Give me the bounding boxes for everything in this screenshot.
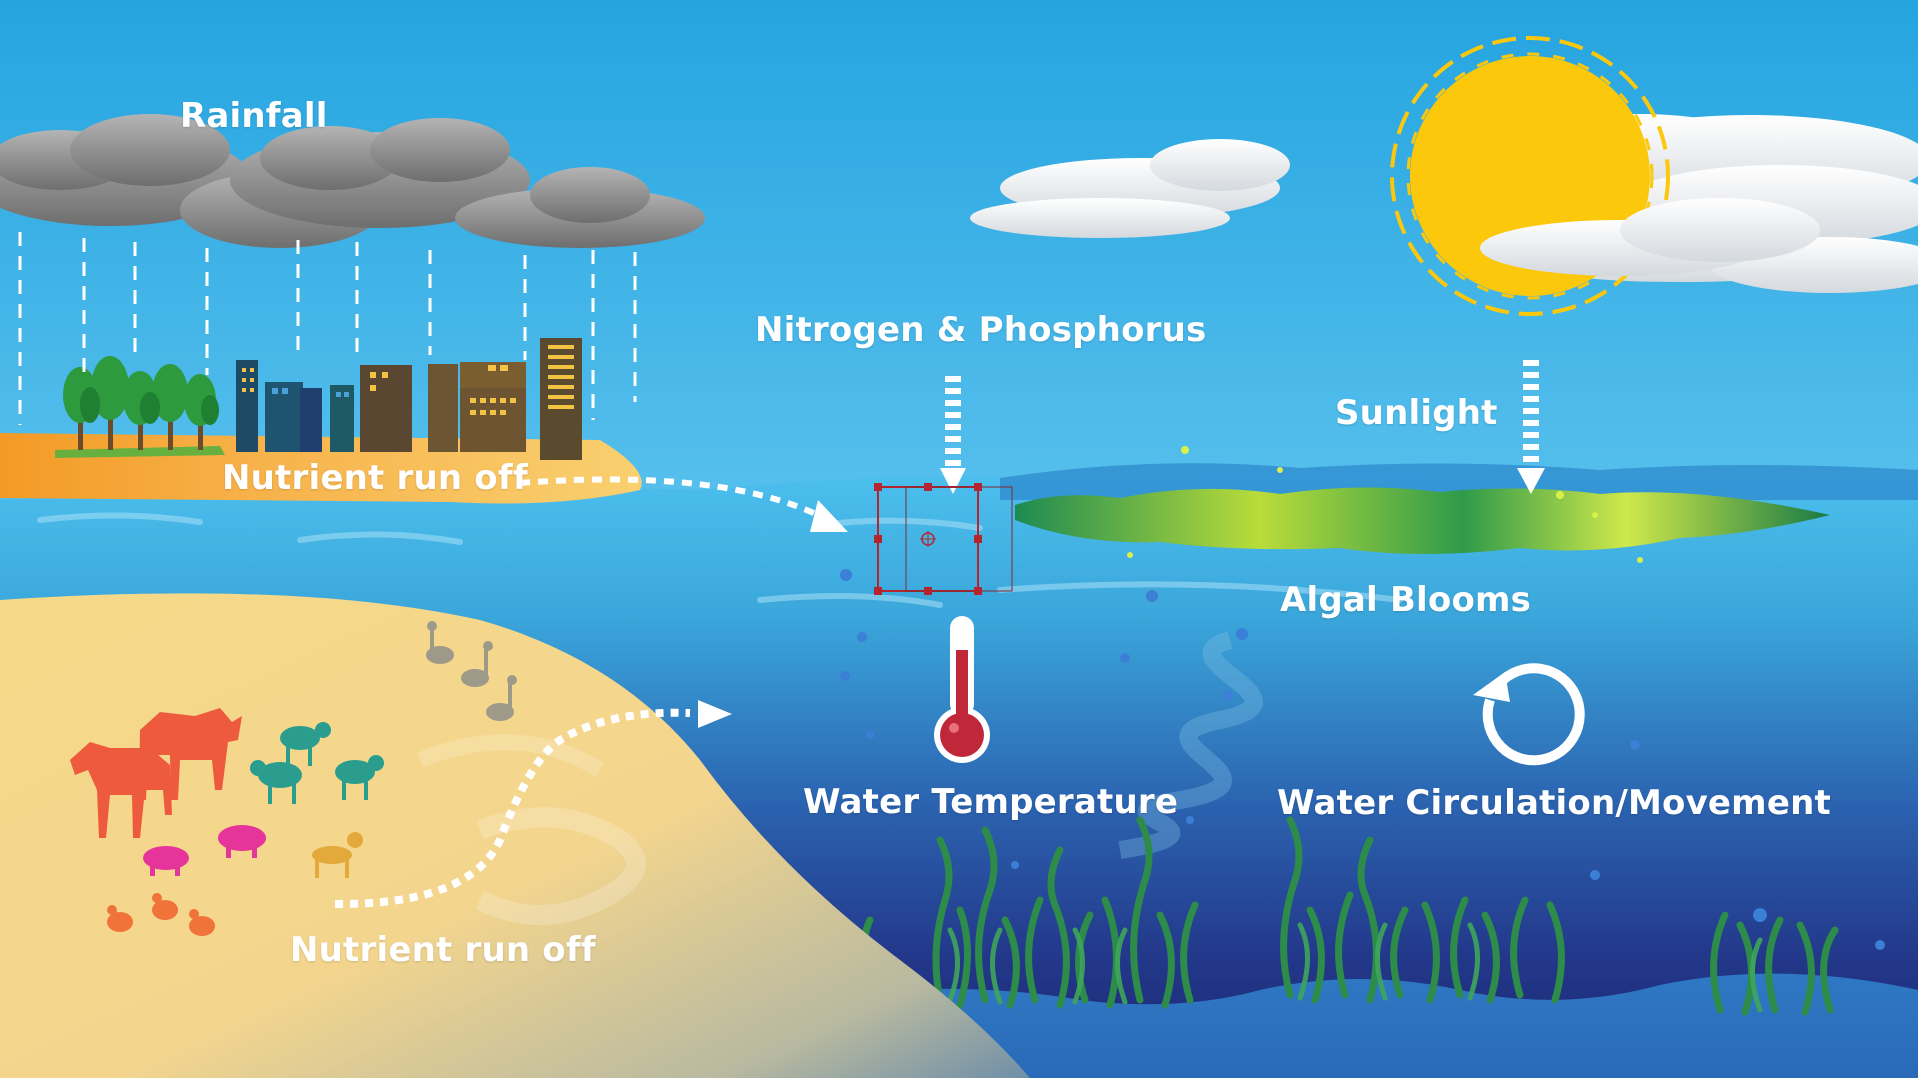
selection-overlay[interactable]	[874, 483, 1013, 595]
current-swirl	[1118, 631, 1263, 859]
trees	[63, 356, 219, 450]
seabed	[880, 973, 1918, 1078]
cloud-over-sun	[1480, 198, 1820, 276]
rain	[18, 232, 637, 425]
bubbles	[840, 569, 1885, 950]
sunlight-label: Sunlight	[1335, 393, 1498, 433]
nutrient-runoff-top-label: Nutrient run off	[222, 458, 528, 498]
arrowheads	[698, 468, 1545, 728]
down-arrows	[945, 360, 1539, 470]
thermometer-icon	[934, 616, 990, 763]
pig-icons	[143, 825, 266, 876]
seagrass-light	[947, 922, 1763, 1013]
farm-animals	[70, 621, 517, 936]
rain-clouds	[0, 114, 705, 248]
dog-icon	[312, 832, 363, 878]
water-circulation-label: Water Circulation/Movement	[1277, 783, 1831, 823]
goose-icons	[426, 621, 517, 721]
rainfall-label: Rainfall	[180, 96, 328, 136]
water-temperature-label: Water Temperature	[803, 782, 1179, 822]
grass-strip	[55, 446, 225, 458]
horse-icons	[70, 708, 242, 838]
seagrass	[861, 816, 1839, 1016]
nitrogen-phosphorus-label: Nitrogen & Phosphorus	[755, 310, 1207, 350]
algal-bloom	[1015, 487, 1830, 554]
algal-blooms-label: Algal Blooms	[1280, 580, 1532, 620]
sand-shore	[0, 593, 1030, 1078]
chicken-icons	[107, 893, 215, 936]
algae-specks	[1127, 446, 1643, 563]
sheep-icons	[250, 722, 384, 804]
city-buildings	[236, 338, 582, 460]
nutrient-runoff-bottom-label: Nutrient run off	[290, 930, 596, 970]
nutrient-arrows	[334, 476, 822, 909]
circulation-icon	[1473, 663, 1585, 766]
